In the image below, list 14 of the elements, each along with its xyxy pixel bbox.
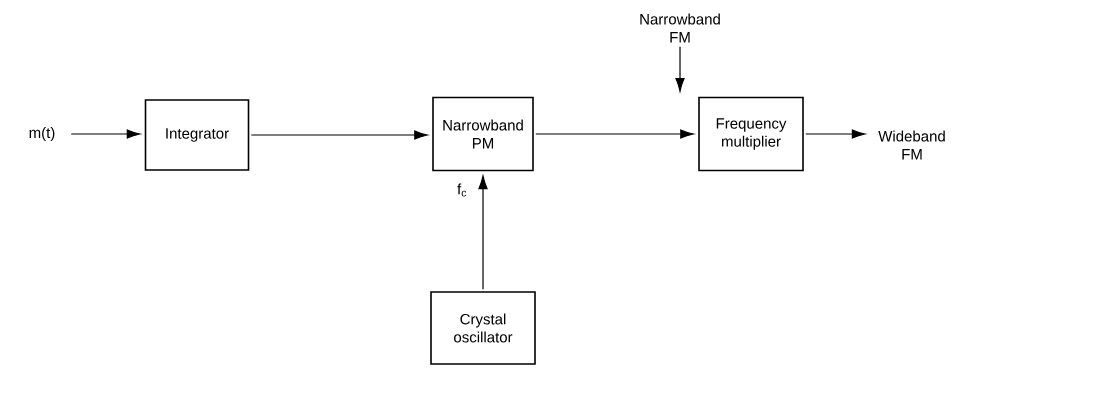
process-box: Narrowband PM (432, 96, 534, 172)
arrow (70, 129, 141, 139)
signal-label: Wideband FM (878, 130, 945, 160)
signal-label: m(t) (29, 127, 55, 141)
signal-label: Narrowband FM (640, 13, 720, 43)
arrow (535, 129, 694, 139)
process-box: Frequency multiplier (698, 96, 804, 172)
arrow (250, 130, 428, 140)
edge-label: f$_{c}$ (456, 182, 468, 198)
arrow (675, 46, 685, 92)
arrow (805, 129, 866, 139)
process-box: Integrator (144, 99, 250, 171)
process-box: Crystal oscillator (430, 291, 536, 365)
arrow (478, 175, 488, 290)
